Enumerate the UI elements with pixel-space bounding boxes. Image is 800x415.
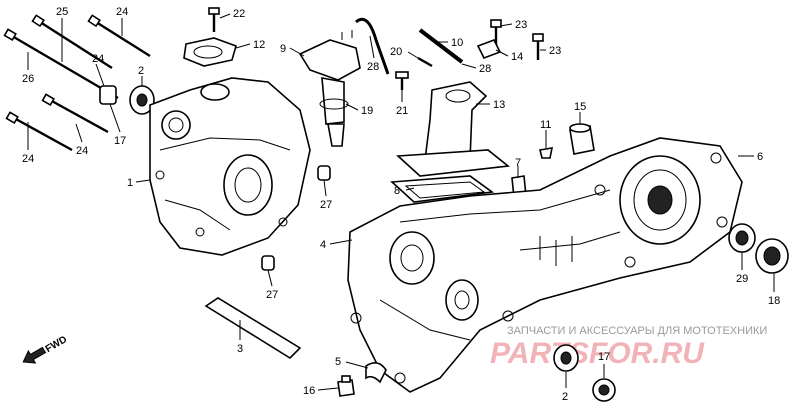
seal-17-right: [592, 378, 616, 402]
callout-23-b: 23: [549, 45, 561, 57]
callout-24-mid: 24: [92, 53, 104, 65]
intake-manifold-9: [298, 30, 361, 147]
bearing-2-left: [129, 85, 155, 115]
callout-22: 22: [233, 8, 245, 20]
callout-29: 29: [736, 273, 748, 285]
callout-21: 21: [396, 105, 408, 117]
watermark-tagline: ЗАПЧАСТИ И АКСЕССУАРЫ ДЛЯ МОТОТЕХНИКИ: [507, 325, 767, 337]
bearing-2-right: [553, 344, 579, 372]
callout-28-left: 28: [367, 61, 379, 73]
callout-4: 4: [320, 239, 326, 251]
callout-27-lower: 27: [266, 289, 278, 301]
forward-arrow: FWD: [22, 334, 69, 364]
clip-11: [539, 147, 554, 159]
right-crankcase: [347, 137, 743, 393]
bolt-23-b: [532, 33, 544, 60]
callout-7: 7: [515, 157, 521, 169]
dowel-17-left: [99, 85, 117, 105]
callout-16: 16: [303, 385, 315, 397]
callout-1: 1: [127, 177, 133, 189]
gasket-8: [390, 149, 511, 203]
callout-9: 9: [280, 43, 286, 55]
watermark-logo: PARTSFOR.RU: [490, 337, 705, 370]
callout-2-left: 2: [138, 65, 144, 77]
gasket-12: [183, 37, 237, 67]
callout-24-bottom: 24: [22, 153, 34, 165]
callout-15: 15: [574, 101, 586, 113]
bearing-29: [728, 223, 756, 253]
callout-19: 19: [361, 105, 373, 117]
bearing-18: [755, 238, 789, 274]
callout-12: 12: [253, 39, 265, 51]
callout-23-a: 23: [515, 19, 527, 31]
clip-5: [365, 362, 387, 384]
bolt-24-mid: [41, 93, 109, 134]
callout-6: 6: [757, 151, 763, 163]
callout-labels: 25 24 22 12 26 24 2 17 24 24 1 9 28 19 2…: [22, 6, 780, 403]
callout-18: 18: [768, 295, 780, 307]
callout-24-top: 24: [116, 6, 128, 18]
callout-28-right: 28: [479, 63, 491, 75]
callout-17-left: 17: [114, 135, 126, 147]
callout-13: 13: [493, 99, 505, 111]
callout-26: 26: [22, 73, 34, 85]
bolt-24-low: [5, 111, 73, 152]
bolt-16: [337, 375, 355, 397]
callout-24-low: 24: [76, 145, 88, 157]
bolt-25: [31, 14, 113, 70]
dowel-27-lower: [261, 255, 275, 271]
callout-25: 25: [56, 6, 68, 18]
shaft-3: [204, 297, 302, 360]
bolt-22: [208, 7, 220, 32]
left-crankcase: [149, 77, 311, 256]
fwd-label: FWD: [44, 334, 69, 355]
bolt-20: [417, 56, 433, 68]
callout-2-right: 2: [562, 391, 568, 403]
leader-lines: [27, 13, 775, 391]
callout-20: 20: [390, 46, 402, 58]
bush-15: [569, 123, 595, 155]
callout-8: 8: [394, 185, 400, 197]
callout-5: 5: [335, 356, 341, 368]
callout-3: 3: [237, 343, 243, 355]
dowel-27-upper: [317, 165, 331, 181]
bolt-21: [395, 71, 409, 90]
bolt-24-top: [87, 14, 151, 58]
callout-17-right: 17: [598, 351, 610, 363]
callout-27-upper: 27: [320, 199, 332, 211]
callout-11: 11: [540, 119, 551, 131]
callout-14: 14: [511, 51, 523, 63]
callout-10: 10: [451, 37, 463, 49]
